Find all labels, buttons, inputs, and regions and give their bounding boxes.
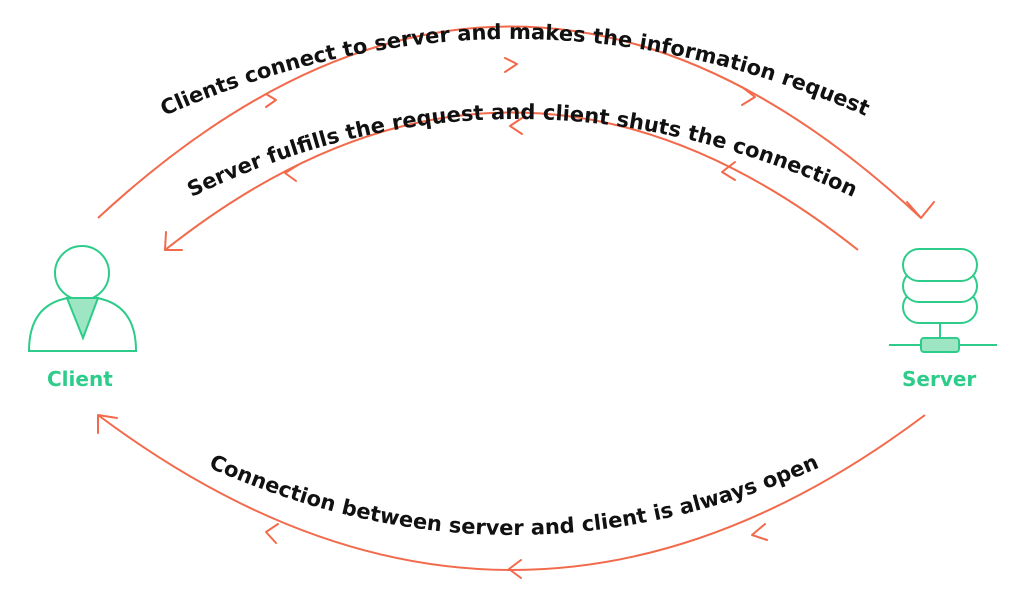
persistent-arrowhead-1 bbox=[751, 523, 768, 541]
request-arrowhead-end bbox=[906, 201, 935, 219]
response-arrowhead-end bbox=[164, 231, 183, 251]
client-label: Client bbox=[47, 367, 113, 391]
response-arrowhead-1 bbox=[721, 161, 736, 181]
response-arc bbox=[164, 111, 859, 251]
request-arc bbox=[97, 25, 922, 219]
persistent-arrowhead-3 bbox=[265, 523, 279, 544]
request-arrowhead-2 bbox=[504, 57, 518, 73]
persistent-arrowhead-2 bbox=[508, 559, 522, 579]
request-arrowhead-3 bbox=[741, 86, 756, 106]
user-icon bbox=[27, 245, 138, 352]
response-arrowhead-3 bbox=[284, 164, 299, 182]
response-arrowhead-2 bbox=[509, 117, 523, 135]
request-arrowhead-1 bbox=[265, 93, 277, 108]
response-caption: Server fulfills the request and client s… bbox=[183, 100, 861, 202]
database-server-icon bbox=[889, 248, 997, 353]
persistent-connection-arc bbox=[97, 414, 926, 571]
persistent-arrowhead-end bbox=[97, 414, 118, 434]
server-label: Server bbox=[902, 367, 977, 391]
